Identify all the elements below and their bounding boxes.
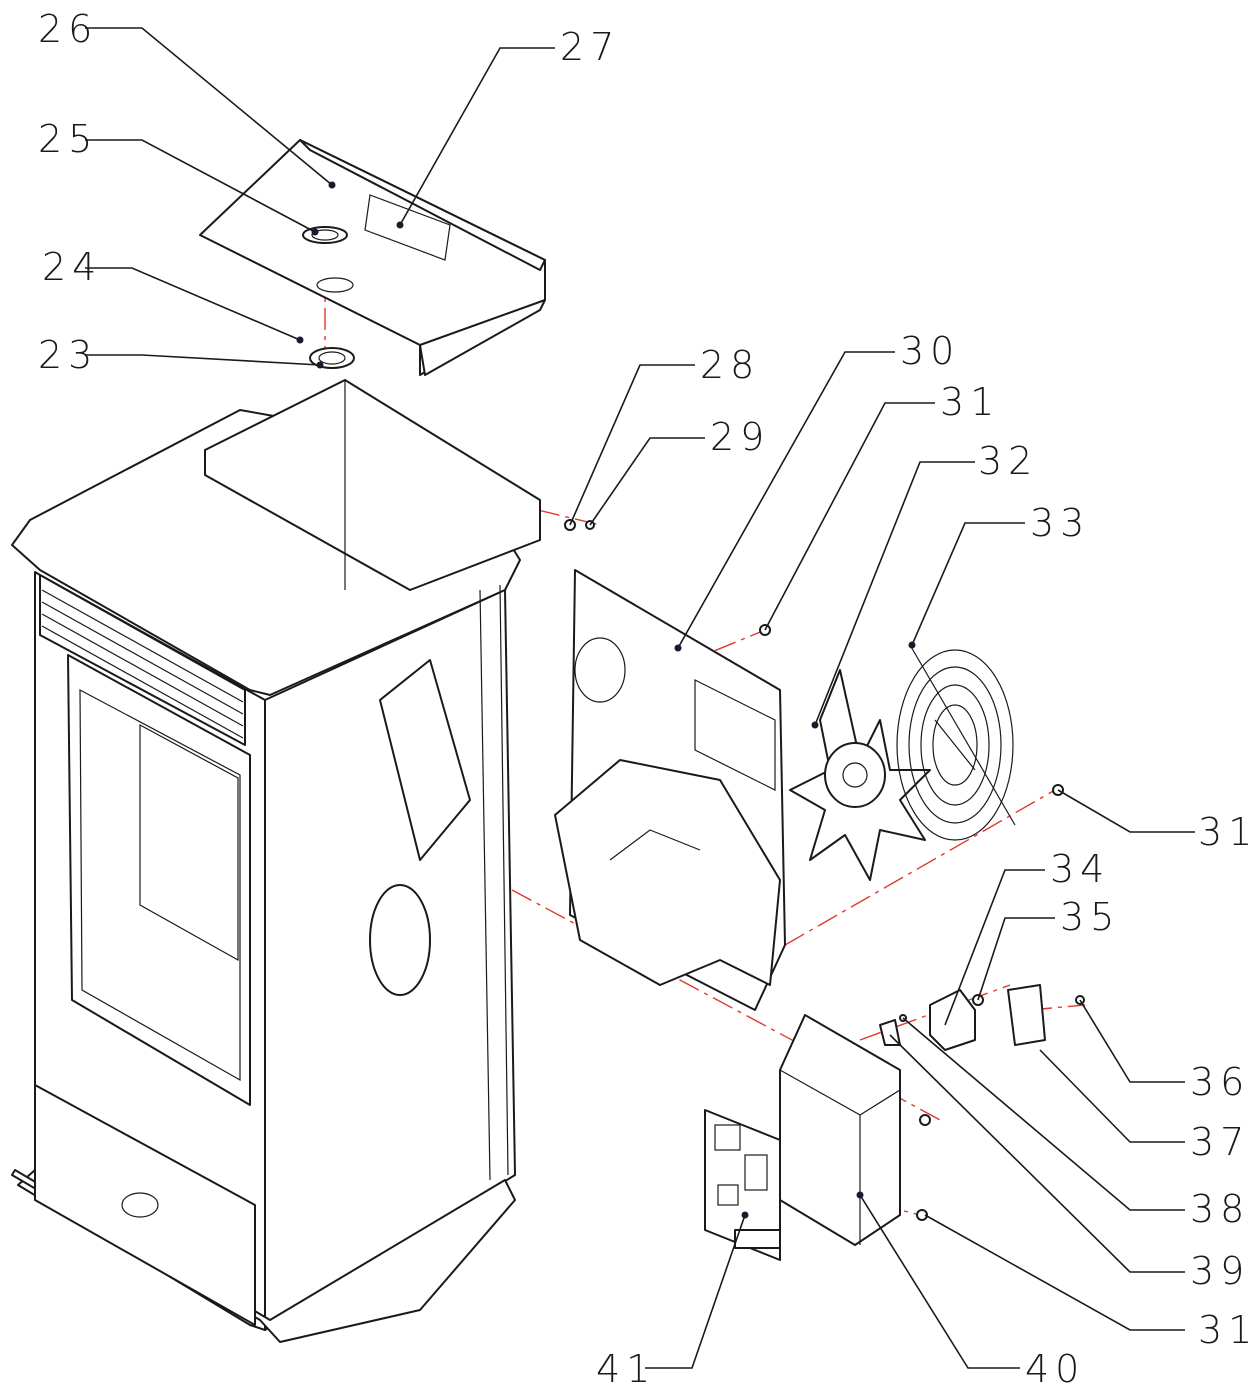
callout-34: 34 [1050,847,1110,891]
nut-washer [564,519,595,531]
callout-27: 27 [560,25,620,69]
callout-41: 41 [596,1347,656,1391]
callout-38: 38 [1190,1187,1250,1231]
fan-motor [789,669,931,881]
fan-guard [896,644,1016,841]
callout-40: 40 [1025,1347,1085,1391]
electronics-box [779,1014,901,1246]
callout-36: 36 [1190,1060,1250,1104]
callout-30: 30 [900,329,960,373]
callout-23: 23 [38,333,98,377]
callout-25: 25 [38,117,98,161]
callout-32: 32 [978,439,1038,483]
callout-37: 37 [1190,1120,1250,1164]
callout-28: 28 [700,343,760,387]
callout-24: 24 [42,245,102,289]
callout-35: 35 [1060,895,1120,939]
callout-labels: 26 27 25 24 23 28 29 30 31 32 33 31 34 3… [38,7,1254,1391]
callout-31-b: 31 [1198,810,1254,854]
callout-33: 33 [1030,501,1090,545]
screws [759,624,1064,1221]
fan-mounting-plate [554,569,786,1011]
control-board [704,1109,781,1261]
callout-39: 39 [1190,1249,1250,1293]
stove-body [11,379,541,1343]
callout-dots [296,181,916,1219]
callout-29: 29 [710,415,770,459]
louvre-lines [41,589,244,739]
callout-leaders [85,27,1195,1369]
top-cover [199,139,546,376]
callout-31-c: 31 [1198,1308,1254,1352]
callout-31-a: 31 [940,380,1000,424]
callout-26: 26 [38,7,98,51]
electrical-components [879,984,1085,1051]
